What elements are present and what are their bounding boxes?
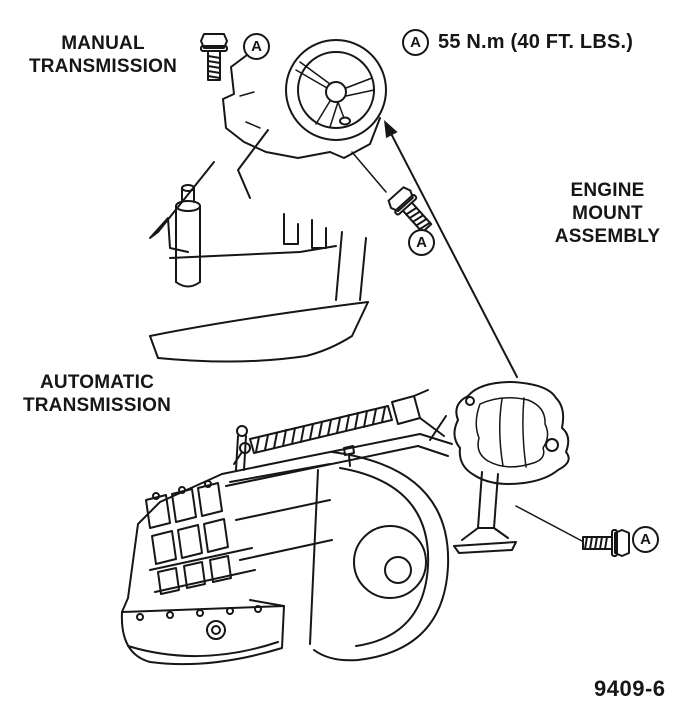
- bolt-automatic-mount: [582, 529, 630, 557]
- bolt-manual-lower: [385, 184, 438, 238]
- callout-a-legend: A: [402, 29, 429, 56]
- callout-letter: A: [416, 234, 427, 251]
- label-line: ASSEMBLY: [554, 226, 661, 247]
- figure-number: 9409-6: [594, 676, 666, 701]
- label-line: AUTOMATIC: [39, 372, 155, 393]
- label-automatic-transmission: AUTOMATIC TRANSMISSION: [7, 371, 187, 417]
- callout-letter: A: [410, 34, 421, 51]
- callout-a-manual-lower-bolt: A: [408, 229, 435, 256]
- label-line: TRANSMISSION: [28, 56, 178, 77]
- torque-spec-legend: A 55 N.m (40 FT. LBS.): [402, 29, 633, 56]
- callout-a-manual-upper-bolt: A: [243, 33, 270, 60]
- callout-letter: A: [251, 38, 262, 55]
- label-manual-transmission: MANUAL TRANSMISSION: [13, 32, 193, 78]
- bolt-manual-upper: [200, 33, 228, 81]
- engine-mount-top: [285, 39, 387, 141]
- manual-transmission-sketch: [149, 129, 369, 363]
- label-line: ENGINE: [570, 180, 645, 201]
- manual-mount-bracket: [222, 54, 387, 193]
- callout-a-automatic-mount-bolt: A: [632, 526, 659, 553]
- callout-letter: A: [640, 531, 651, 548]
- torque-spec-text: 55 N.m (40 FT. LBS.): [438, 31, 634, 53]
- label-line: MOUNT: [572, 203, 643, 224]
- label-line: TRANSMISSION: [22, 395, 172, 416]
- automatic-transmission-sketch: [120, 389, 453, 666]
- label-line: MANUAL: [61, 33, 145, 54]
- engine-mount-pointer-arrow: [384, 120, 518, 378]
- engine-mount-lower: [453, 381, 583, 554]
- label-engine-mount-assembly: ENGINE MOUNT ASSEMBLY: [551, 179, 664, 248]
